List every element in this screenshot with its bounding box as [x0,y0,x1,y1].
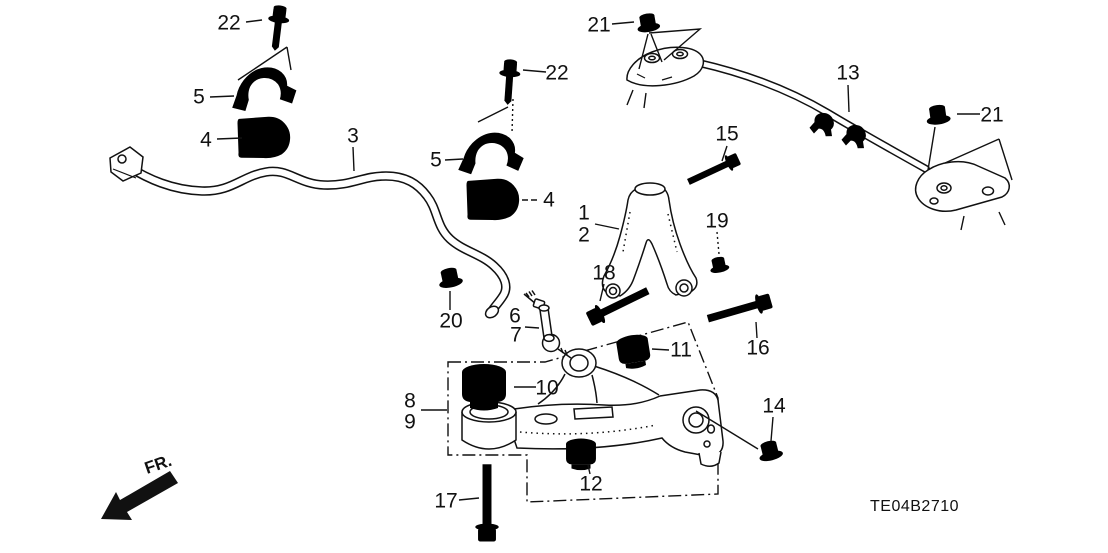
callout-3[interactable]: 3 [347,125,359,148]
stabilizer-link [524,291,571,359]
callout-11[interactable]: 11 [670,339,692,362]
strut-bar-right-bracket [916,162,1010,212]
stabilizer-holder-right [458,131,525,177]
callout-14[interactable]: 14 [762,395,786,418]
callout-18[interactable]: 18 [592,262,615,285]
callout-22-left[interactable]: 22 [217,12,240,35]
callout-6[interactable]: 6 [509,305,521,328]
callout-13[interactable]: 13 [836,62,859,85]
bolt-15 [684,150,742,190]
nut-20 [436,265,464,290]
nut-19 [707,255,730,275]
stabilizer-holder-left [230,65,298,112]
strut-bar-nut-left [635,11,661,34]
stabilizer-bushing-right [466,178,520,222]
callout-9[interactable]: 9 [404,411,416,434]
strut-bar-nut-right [924,103,952,127]
holder-bolt-left [264,4,291,53]
callout-17[interactable]: 17 [434,490,457,513]
callout-5-left[interactable]: 5 [193,86,205,109]
callout-15[interactable]: 15 [715,123,738,146]
diagram-code: TE04B2710 [870,498,959,515]
holder-bolt-right [497,58,522,106]
callout-10[interactable]: 10 [535,377,558,400]
callout-8[interactable]: 8 [404,390,416,413]
stabilizer-bushing-left [237,116,291,160]
nut-14 [755,438,784,464]
callout-22-right[interactable]: 22 [545,62,568,85]
callout-1[interactable]: 1 [578,202,590,225]
callout-20[interactable]: 20 [439,310,462,333]
callout-21-right[interactable]: 21 [980,104,1003,127]
callout-12[interactable]: 12 [579,473,602,496]
lower-arm-boundary-box [447,321,719,503]
lower-arm-upper-bushing [615,332,652,371]
callout-16[interactable]: 16 [746,337,769,360]
callout-7[interactable]: 7 [510,324,522,347]
front-lower-arm [462,349,723,466]
leader-lines [209,19,1013,501]
front-strut-bar [627,47,1009,211]
bolt-17 [475,464,499,542]
callout-19[interactable]: 19 [705,210,728,233]
callout-4-left[interactable]: 4 [200,129,212,152]
bolt-16 [705,291,774,329]
callout-2[interactable]: 2 [578,224,590,247]
fr-direction-arrow: FR. [101,451,178,520]
front-upper-arm [602,183,697,298]
stabilizer-bar [110,147,511,320]
lower-arm-small-bushing [566,438,596,471]
callout-5-right[interactable]: 5 [430,149,442,172]
callout-21-left[interactable]: 21 [587,14,610,37]
strut-bar-left-bracket [627,47,703,85]
callout-4-right[interactable]: 4 [543,189,555,212]
